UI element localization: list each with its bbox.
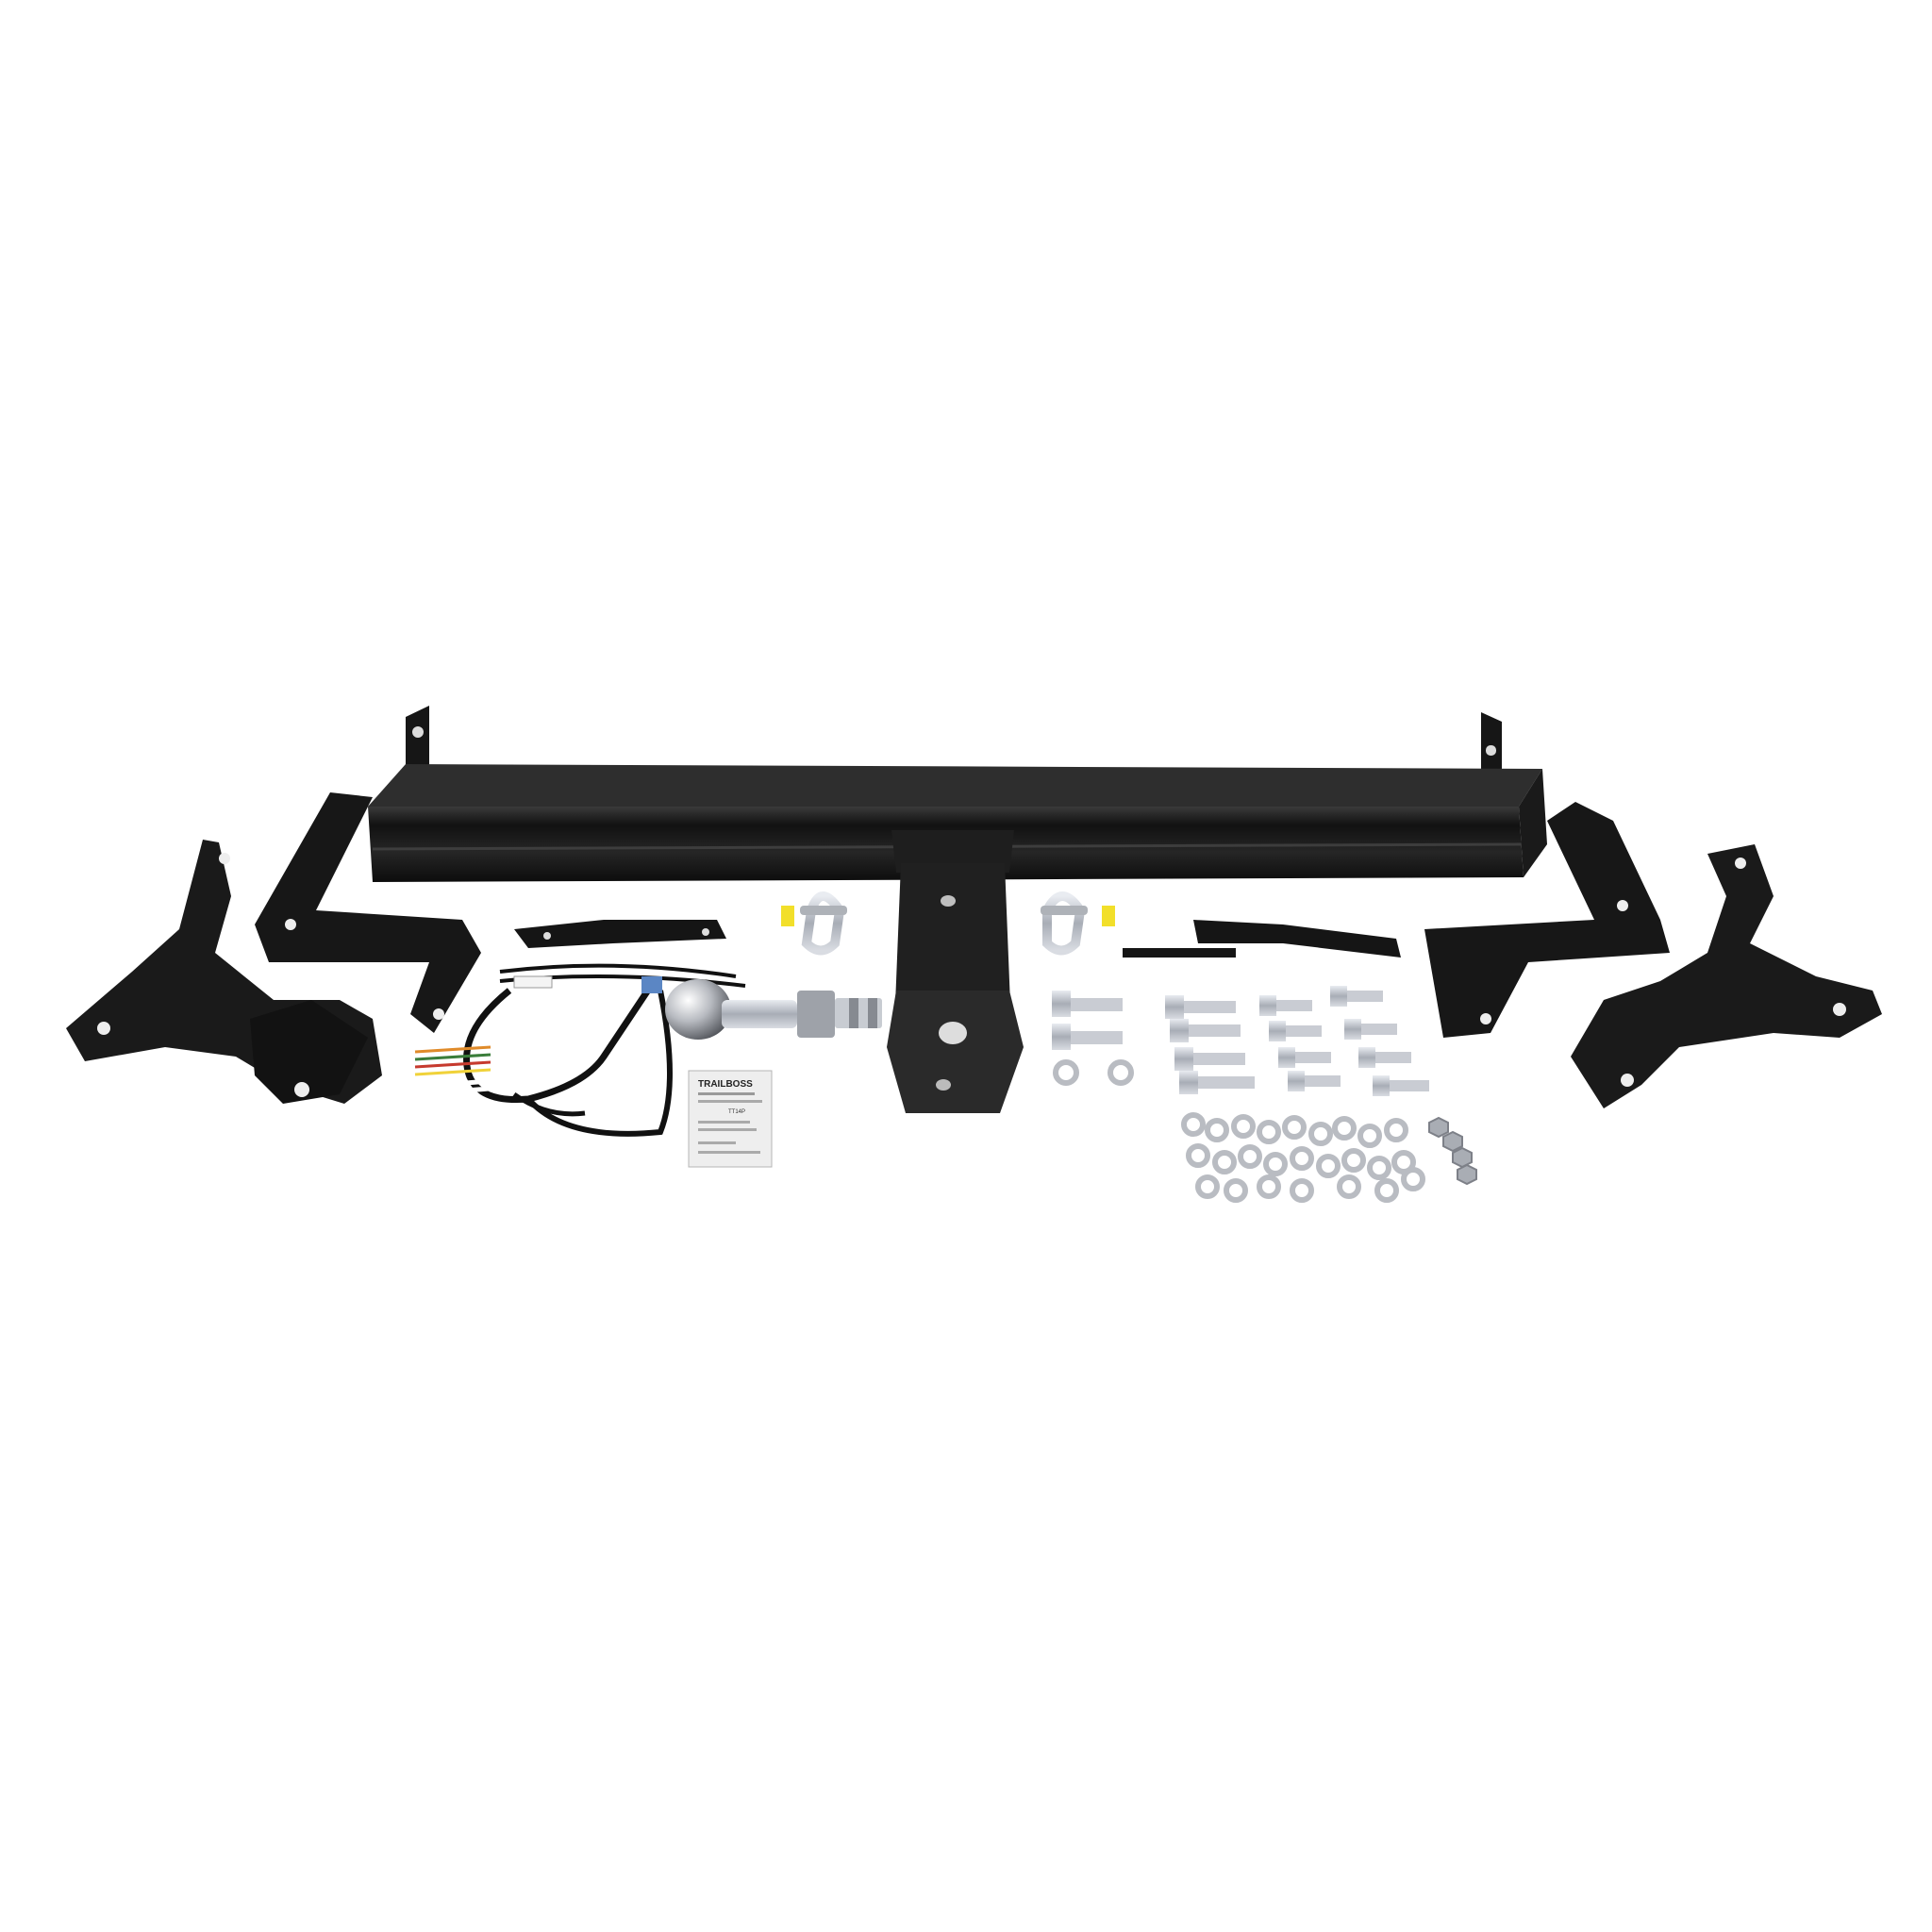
bolt [1170, 1019, 1241, 1042]
harness-label-band [513, 975, 553, 989]
bolt [1330, 986, 1383, 1007]
yellow-tag [1102, 906, 1115, 926]
label-card: TRAILBOSS TT14P [688, 1070, 773, 1168]
bolt [1344, 1019, 1397, 1040]
bolt [1179, 1071, 1255, 1094]
shackle-left [781, 891, 847, 956]
bolt-set [1052, 986, 1429, 1096]
right-outer-bracket [1571, 844, 1882, 1108]
left-outer-bracket [66, 840, 382, 1104]
bolt [1052, 1024, 1123, 1050]
small-flat-bracket-right [1123, 920, 1401, 958]
label-card-part-no: TT14P [728, 1109, 745, 1115]
bolt [1259, 995, 1312, 1016]
yellow-tag [781, 906, 794, 926]
left-inner-bracket [255, 792, 481, 1033]
hitch-receiver [887, 830, 1024, 1113]
washer-set [1053, 1059, 1425, 1203]
bolt [1278, 1047, 1331, 1068]
bolt [1288, 1071, 1341, 1091]
right-inner-bracket [1424, 802, 1670, 1038]
bolt [1373, 1075, 1429, 1096]
nut-set [1428, 1116, 1477, 1186]
harness-colour-leads [414, 1045, 501, 1095]
bolt [1165, 995, 1236, 1019]
shackle-right [1041, 891, 1115, 956]
bolt [1269, 1021, 1322, 1041]
small-flat-bracket-left [514, 920, 726, 948]
bolt [1174, 1047, 1245, 1071]
bolt [1052, 991, 1123, 1017]
label-card-brand: TRAILBOSS [698, 1079, 753, 1090]
bolt [1358, 1047, 1411, 1068]
tow-ball [665, 979, 882, 1040]
blue-connector [641, 976, 662, 993]
